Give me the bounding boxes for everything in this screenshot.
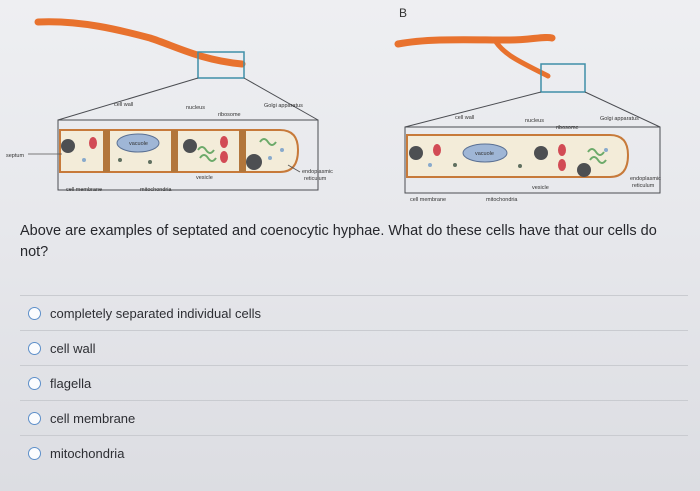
option-label: completely separated individual cells <box>50 305 262 321</box>
septated-hypha-panel: cell wall nucleus ribosome Golgi apparat… <box>6 18 333 193</box>
label-er-a-1: endoplasmic <box>302 169 333 175</box>
label-vacuole-a: vacuole <box>129 141 148 147</box>
panel-b-label: B <box>399 6 407 20</box>
hyphae-figure: cell wall nucleus ribosome Golgi apparat… <box>6 6 661 203</box>
option-label: flagella <box>50 375 92 391</box>
option-label: cell membrane <box>50 410 136 426</box>
option-label: mitochondria <box>50 445 125 461</box>
label-mitochondria-b: mitochondria <box>486 197 518 203</box>
label-vesicle-a: vesicle <box>196 175 213 181</box>
coenocytic-hypha-panel: B cell wall nucleus ribosome Golgi a <box>394 6 661 203</box>
label-cell-membrane-a: cell membrane <box>66 187 102 193</box>
radio-button[interactable] <box>28 411 41 425</box>
label-cell-wall-b: cell wall <box>455 115 474 121</box>
option-label: cell wall <box>50 340 96 356</box>
question-text: Above are examples of septated and coeno… <box>20 223 657 260</box>
label-golgi-b: Golgi apparatus <box>600 116 639 122</box>
option-flagella[interactable]: flagella <box>20 365 688 400</box>
radio-button[interactable] <box>28 376 41 390</box>
label-mitochondria-a: mitochondria <box>140 187 172 193</box>
label-golgi-a: Golgi apparatus <box>264 103 303 109</box>
label-er-b-2: reticulum <box>632 183 655 189</box>
label-cell-membrane-b: cell membrane <box>410 197 446 203</box>
label-nucleus-b: nucleus <box>525 118 544 124</box>
option-cell-wall[interactable]: cell wall <box>20 330 688 365</box>
option-mitochondria[interactable]: mitochondria <box>20 435 688 470</box>
option-completely-separated[interactable]: completely separated individual cells <box>20 295 688 330</box>
label-er-a-2: reticulum <box>304 176 327 182</box>
radio-button[interactable] <box>28 446 41 460</box>
label-vacuole-b: vacuole <box>475 151 494 157</box>
option-cell-membrane[interactable]: cell membrane <box>20 400 688 435</box>
label-er-b-1: endoplasmic <box>630 176 661 182</box>
label-vesicle-b: vesicle <box>532 185 549 191</box>
label-ribosome-a: ribosome <box>218 112 241 118</box>
label-cell-wall-a: cell wall <box>114 102 133 108</box>
radio-button[interactable] <box>28 341 41 355</box>
radio-button[interactable] <box>28 306 41 320</box>
label-septum: septum <box>6 153 24 159</box>
label-ribosome-b: ribosome <box>556 125 579 131</box>
label-nucleus-a: nucleus <box>186 105 205 111</box>
